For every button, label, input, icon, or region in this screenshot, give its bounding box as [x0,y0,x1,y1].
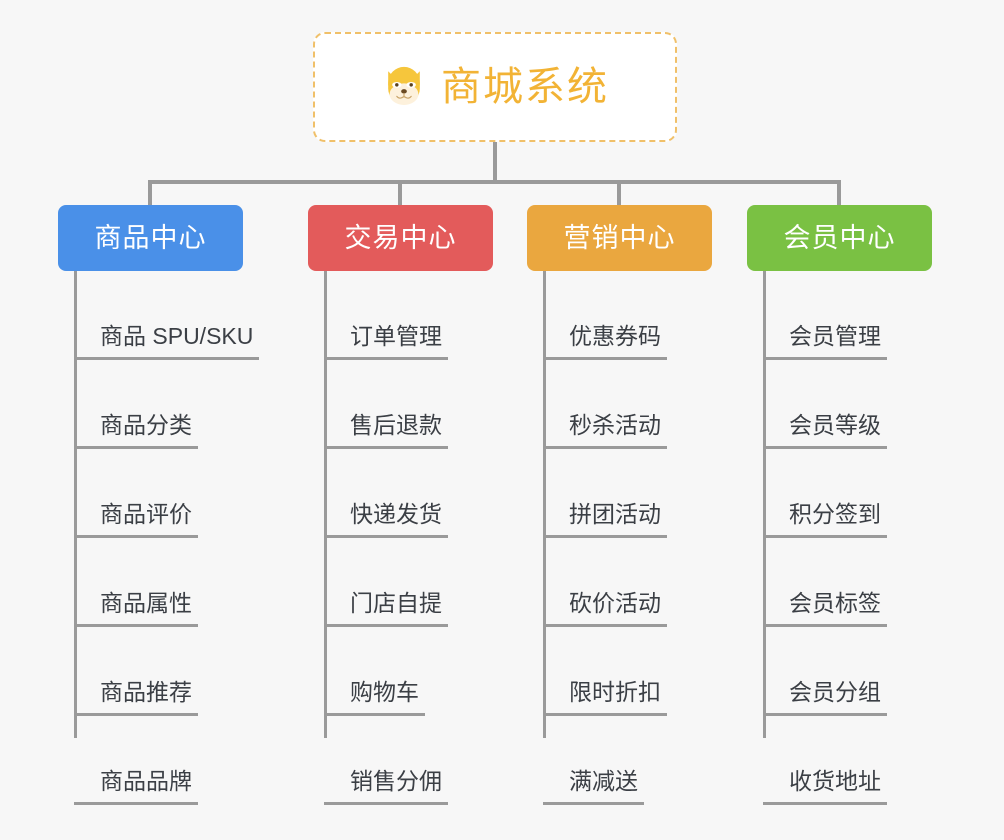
connector-root-stem [493,142,497,182]
leaf-label: 商品评价 [74,503,198,538]
leaf-item[interactable]: 积分签到 [763,449,1004,538]
leaf-item[interactable]: 商品推荐 [74,627,334,716]
leaf-label: 商品属性 [74,592,198,627]
leaf-item[interactable]: 门店自提 [324,538,584,627]
leaf-label: 门店自提 [324,592,448,627]
leaf-label: 购物车 [324,681,425,716]
leaf-label: 限时折扣 [543,681,667,716]
leaf-label: 售后退款 [324,414,448,449]
leaf-label: 砍价活动 [543,592,667,627]
leaf-label: 会员管理 [763,325,887,360]
branch-column-2: 交易中心 订单管理 售后退款 快递发货 门店自提 购物车 销售分佣 [308,205,493,805]
leaf-label: 优惠券码 [543,325,667,360]
leaf-item[interactable]: 会员标签 [763,538,1004,627]
leaf-label: 会员等级 [763,414,887,449]
connector-horizontal-bus [148,180,840,184]
leaf-label: 拼团活动 [543,503,667,538]
leaf-label: 商品分类 [74,414,198,449]
leaf-item[interactable]: 商品分类 [74,360,334,449]
leaf-label: 会员分组 [763,681,887,716]
branch-spine-2 [324,271,327,738]
leaf-label: 销售分佣 [324,770,448,805]
leaf-item[interactable]: 商品品牌 [74,716,334,805]
branch-spine-4 [763,271,766,738]
leaf-label: 快递发货 [324,503,448,538]
branch-header-label-3: 营销中心 [563,222,676,253]
leaf-item[interactable]: 砍价活动 [543,538,803,627]
leaf-item[interactable]: 优惠券码 [543,271,803,360]
leaf-item[interactable]: 限时折扣 [543,627,803,716]
branch-header-2[interactable]: 交易中心 [308,205,493,271]
leaf-list-1: 商品 SPU/SKU 商品分类 商品评价 商品属性 商品推荐 商品品牌 [74,271,334,805]
leaf-label: 秒杀活动 [543,414,667,449]
leaf-item[interactable]: 收货地址 [763,716,1004,805]
leaf-label: 订单管理 [324,325,448,360]
leaf-list-3: 优惠券码 秒杀活动 拼团活动 砍价活动 限时折扣 满减送 [543,271,803,805]
branch-header-3[interactable]: 营销中心 [527,205,712,271]
leaf-list-4: 会员管理 会员等级 积分签到 会员标签 会员分组 收货地址 [763,271,1004,805]
leaf-item[interactable]: 快递发货 [324,449,584,538]
branch-spine-3 [543,271,546,738]
leaf-label: 商品 SPU/SKU [74,325,260,360]
leaf-label: 商品推荐 [74,681,198,716]
leaf-item[interactable]: 拼团活动 [543,449,803,538]
leaf-item[interactable]: 商品 SPU/SKU [74,271,334,360]
leaf-item[interactable]: 销售分佣 [324,716,584,805]
leaf-label: 商品品牌 [74,770,198,805]
branch-column-4: 会员中心 会员管理 会员等级 积分签到 会员标签 会员分组 收货地址 [747,205,932,805]
leaf-item[interactable]: 售后退款 [324,360,584,449]
connector-drop-branch-4 [837,180,841,207]
leaf-label: 收货地址 [763,770,887,805]
branch-header-1[interactable]: 商品中心 [58,205,243,271]
branch-header-label-4: 会员中心 [783,222,896,253]
connector-drop-branch-3 [617,180,621,207]
branch-header-label-1: 商品中心 [94,222,207,253]
branch-header-label-2: 交易中心 [344,222,457,253]
leaf-item[interactable]: 会员等级 [763,360,1004,449]
leaf-label: 满减送 [543,770,644,805]
leaf-item[interactable]: 订单管理 [324,271,584,360]
branch-column-1: 商品中心 商品 SPU/SKU 商品分类 商品评价 商品属性 商品推荐 商品品牌 [58,205,260,805]
leaf-label: 积分签到 [763,503,887,538]
leaf-item[interactable]: 商品评价 [74,449,334,538]
leaf-item[interactable]: 商品属性 [74,538,334,627]
branch-column-3: 营销中心 优惠券码 秒杀活动 拼团活动 砍价活动 限时折扣 满减送 [527,205,712,805]
connector-drop-branch-2 [398,180,402,207]
branch-header-4[interactable]: 会员中心 [747,205,932,271]
leaf-item[interactable]: 购物车 [324,627,584,716]
leaf-label: 会员标签 [763,592,887,627]
leaf-item[interactable]: 会员管理 [763,271,1004,360]
leaf-item[interactable]: 秒杀活动 [543,360,803,449]
branch-spine-1 [74,271,77,738]
leaf-list-2: 订单管理 售后退款 快递发货 门店自提 购物车 销售分佣 [324,271,584,805]
shiba-dog-face-icon [388,66,420,105]
leaf-item[interactable]: 满减送 [543,716,803,805]
connector-drop-branch-1 [148,180,152,207]
leaf-item[interactable]: 会员分组 [763,627,1004,716]
root-title: 商城系统 [441,65,609,109]
root-node-shop-system[interactable]: 商城系统 [313,32,677,142]
